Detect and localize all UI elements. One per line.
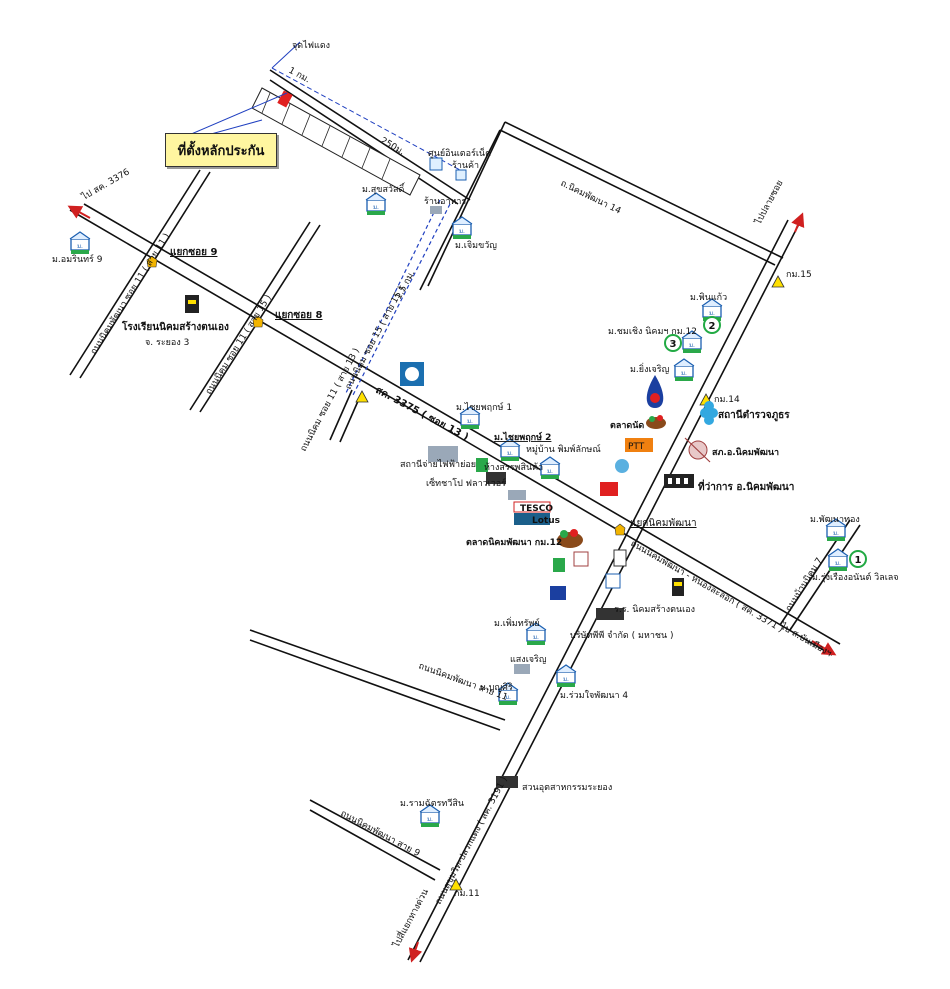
market2-label: ตลาดนิคมพัฒนา กม.12 bbox=[466, 537, 562, 548]
ptt-icon bbox=[646, 375, 664, 408]
building-row bbox=[251, 87, 421, 196]
bank-label: แสงเจริญ bbox=[510, 654, 547, 665]
village-icon bbox=[365, 192, 387, 216]
east-road-label: ถนนนิคมพัฒนา - หนองละลอก ( สค. 3371 ) bbox=[629, 538, 786, 635]
badge-2: 2 bbox=[703, 316, 721, 334]
village-label: ม.บุญศิริ bbox=[480, 682, 513, 693]
factory1-label: บริษัทพีพี จำกัด ( มหาชน ) bbox=[570, 630, 674, 641]
soi-right-label: ถนนบ้านนิคม 7 bbox=[783, 556, 825, 614]
market2-icon bbox=[557, 529, 583, 548]
km-label: กม.15 bbox=[786, 270, 812, 280]
factory2-label: สวนอุตสาหกรรมระยอง bbox=[522, 783, 612, 793]
village-label: ม.สุขสวัสดิ์ bbox=[362, 182, 406, 195]
junction-label: แยกนิคมพัฒนา bbox=[630, 518, 697, 529]
road-to-top-right-label: ไปปลายซอย bbox=[752, 178, 785, 227]
soi8-label: แยกซอย 8 bbox=[275, 310, 322, 321]
shop-label: ศูนย์อินเตอร์เน็ต bbox=[428, 146, 491, 159]
side-streets bbox=[69, 169, 861, 881]
village-icon bbox=[555, 664, 577, 688]
temple-label: สถานีตำรวจภูธร bbox=[718, 409, 790, 422]
km-label: กม.14 bbox=[714, 395, 740, 405]
lotus-label: Lotus bbox=[532, 516, 560, 526]
temple-icon bbox=[700, 401, 718, 425]
svg-text:2: 2 bbox=[709, 321, 716, 332]
village-label: ม.รุ่งเรืองอนันต์ วิลเลจ bbox=[812, 571, 899, 583]
svg-text:3: 3 bbox=[670, 339, 677, 350]
village-label: ม.รามฉัตรทวีสิน bbox=[400, 798, 464, 809]
collateral-callout: ที่ตั้งหลักประกัน bbox=[165, 133, 277, 167]
soi-diag-label: ถนนนิคม ซอย 15 ( สาย 15 ) bbox=[343, 284, 407, 391]
shop-label: ร้านค้า bbox=[452, 160, 479, 171]
top-road-label: ถ.นิคมพัฒนา 14 bbox=[559, 178, 623, 217]
village-label: ม.เพิ่มทรัพย์ bbox=[494, 616, 540, 629]
school-label: โรงเรียนนิคมสร้างตนเอง bbox=[121, 320, 229, 333]
village-label: ม.เจิมขวัญ bbox=[455, 240, 497, 251]
village-label: ม.ไชยพฤกษ์ 2 bbox=[494, 431, 551, 443]
village-label: หมู่บ้าน พิมพ์ลักษณ์ bbox=[526, 443, 601, 455]
village-label: ม.ชมเชิง นิคมฯ กม.12 bbox=[608, 326, 697, 337]
shop-icons bbox=[400, 157, 684, 788]
village-icon bbox=[827, 548, 849, 572]
village-label: ม.ร่วมใจพัฒนา 4 bbox=[560, 690, 628, 701]
district-icon bbox=[664, 474, 694, 488]
market1-label: ตลาดนัด bbox=[610, 420, 644, 431]
road-to-right-label: ไป ส.บันเมืองฯ bbox=[778, 621, 834, 660]
village-label: ม.ไชยพฤกษ์ 1 bbox=[456, 401, 512, 413]
collateral-marker bbox=[277, 90, 293, 108]
badge-3: 3 bbox=[664, 334, 682, 352]
hospital-label: ร.ร. นิคมสร้างตนเอง bbox=[614, 604, 695, 615]
top-road bbox=[419, 121, 784, 291]
police-label: สภ.อ.นิคมพัฒนา bbox=[712, 447, 779, 458]
school-sub-label: จ. ระยอง 3 bbox=[145, 338, 189, 348]
road-to-left-label: ไป สค. 3376 bbox=[79, 166, 132, 203]
svg-text:1: 1 bbox=[855, 555, 862, 566]
village-label: ม.พัฒนาทอง bbox=[810, 515, 860, 525]
badge-1: 1 bbox=[849, 550, 867, 568]
shop-label: ร้านอาหาร bbox=[424, 196, 466, 207]
road-to-bottom-label: ไปสี่แยกทางด่วน bbox=[389, 886, 431, 950]
shop-label: เซ็ทชาโป ฟลาวเวอร์ bbox=[426, 476, 506, 489]
top-blue-label: จุดไฟแดง bbox=[292, 40, 330, 51]
market-icon bbox=[646, 415, 666, 429]
electric-label: สถานีจ่ายไฟฟ้าย่อย bbox=[400, 459, 476, 470]
shop-label: ห้างสรรพสินค้า bbox=[484, 462, 543, 473]
km-label: กม.11 bbox=[454, 889, 480, 899]
village-label: ม.ยิ่งเจริญ bbox=[630, 362, 670, 375]
south-road bbox=[407, 219, 801, 963]
south-road-label: ถนนสุขุมวิท-ปลวกแดง ( สค. 3191 ) bbox=[433, 775, 510, 907]
village-label: ม.อมรินทร์ 9 bbox=[52, 253, 103, 265]
village-icon bbox=[69, 231, 91, 255]
ptt-label: PTT bbox=[628, 442, 645, 452]
callout-label: ที่ตั้งหลักประกัน bbox=[177, 143, 265, 159]
road-arrows bbox=[67, 205, 837, 963]
soi-lower-a-label: ถนนนิคมพัฒนา สาย 11 bbox=[417, 660, 509, 703]
tesco-label: TESCO bbox=[520, 504, 553, 514]
soi9-label: แยกซอย 9 bbox=[170, 247, 217, 258]
village-icon bbox=[673, 358, 695, 382]
school-icon bbox=[185, 295, 199, 313]
main-road-label: สค. 3375 ( ซอย 13 ) bbox=[374, 385, 471, 443]
district-label: ที่ว่าการ อ.นิคมพัฒนา bbox=[698, 479, 794, 493]
police-icon bbox=[684, 437, 711, 463]
village-label: ม.พินแก้ว bbox=[690, 292, 727, 303]
